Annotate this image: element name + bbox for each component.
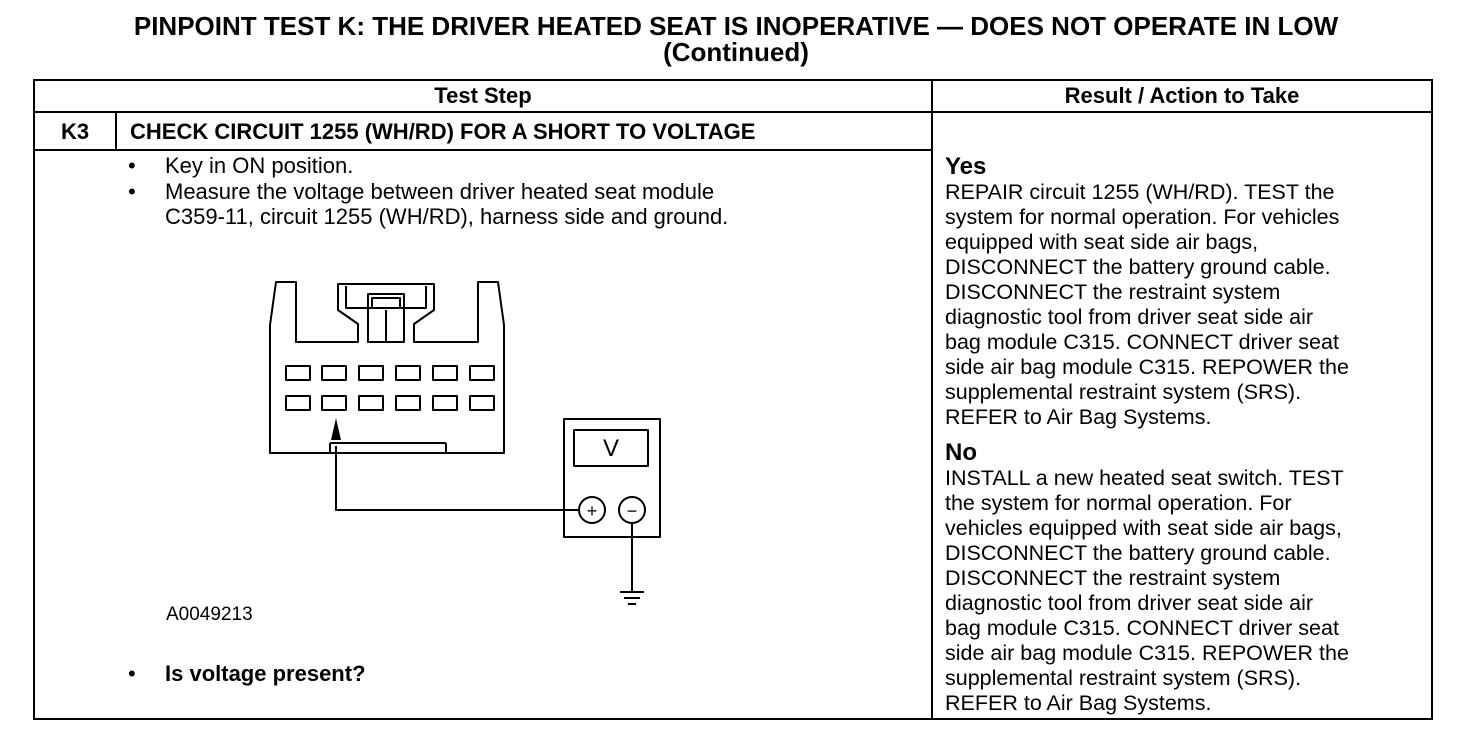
result-no-text: INSTALL a new heated seat switch. TEST t… bbox=[945, 466, 1349, 715]
instruction-measure: Measure the voltage between driver heate… bbox=[165, 179, 729, 229]
header-result: Result / Action to Take bbox=[1064, 83, 1300, 108]
step-title-divider bbox=[33, 149, 933, 151]
table-header-divider bbox=[33, 111, 1433, 113]
step-title: CHECK CIRCUIT 1255 (WH/RD) FOR A SHORT T… bbox=[130, 119, 756, 144]
figure-id: A0049213 bbox=[166, 604, 253, 625]
result-yes-label: Yes bbox=[945, 153, 987, 180]
probe-tip bbox=[331, 418, 341, 440]
test-table bbox=[33, 79, 1433, 720]
result-yes-text: REPAIR circuit 1255 (WH/RD). TEST the sy… bbox=[945, 180, 1349, 429]
probe-lead bbox=[335, 446, 578, 511]
plus-terminal-label: + bbox=[587, 501, 598, 521]
step-id-divider bbox=[115, 111, 117, 151]
table-column-divider bbox=[931, 79, 933, 720]
bullet-marker: • bbox=[128, 661, 136, 686]
page-title: PINPOINT TEST K: THE DRIVER HEATED SEAT … bbox=[133, 11, 1339, 41]
connector-voltmeter-diagram: V + − bbox=[269, 281, 661, 605]
bullet-marker: • bbox=[128, 179, 136, 204]
step-id: K3 bbox=[60, 119, 90, 144]
voltmeter bbox=[563, 418, 661, 538]
minus-terminal-label: − bbox=[627, 501, 638, 521]
header-test-step: Test Step bbox=[434, 83, 532, 108]
page-subtitle: (Continued) bbox=[663, 37, 809, 67]
voltmeter-display bbox=[573, 429, 649, 467]
meter-label: V bbox=[603, 435, 619, 462]
result-no-label: No bbox=[945, 439, 977, 466]
step-question: Is voltage present? bbox=[165, 661, 366, 686]
connector-body bbox=[269, 281, 505, 454]
instruction-key-on: Key in ON position. bbox=[165, 153, 354, 178]
bullet-marker: • bbox=[128, 153, 136, 178]
